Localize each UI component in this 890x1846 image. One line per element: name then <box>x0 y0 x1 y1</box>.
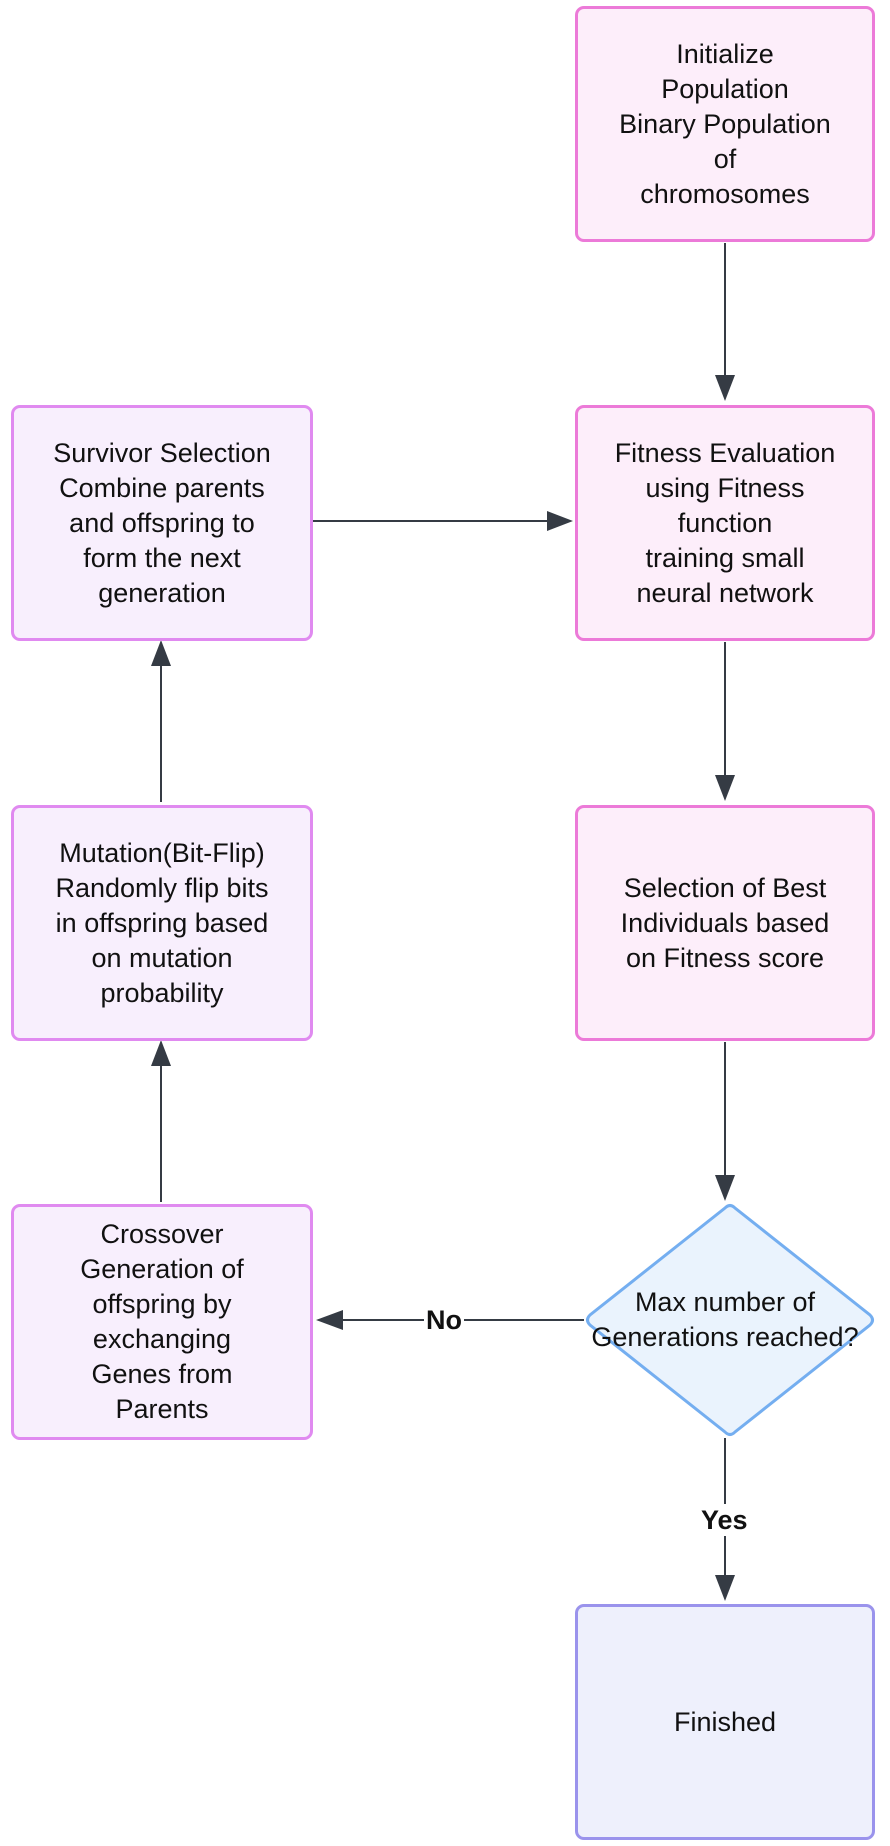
text-line: Individuals based <box>620 907 830 938</box>
text-line: of Generations <box>591 1287 816 1352</box>
arrowhead-fitness-to-selection <box>715 775 735 801</box>
text-line: Population <box>661 73 789 104</box>
text-line: function <box>677 507 773 538</box>
text-line: Genes from <box>91 1359 233 1389</box>
text-line: probability <box>100 977 224 1008</box>
text-line: of <box>713 143 737 174</box>
text-line: chromosomes <box>640 178 810 209</box>
text-line: on mutation <box>91 942 233 973</box>
text-line: Selection of Best <box>623 872 827 903</box>
node-crossover-text: Crossover Generation of offspring by exc… <box>80 1217 244 1427</box>
node-selection: Selection of Best Individuals based on F… <box>575 805 875 1041</box>
text-line: Generation of <box>80 1254 244 1284</box>
text-line: Randomly flip bits <box>55 872 269 903</box>
arrowhead-selection-to-decision <box>715 1175 735 1201</box>
node-initialize-population: Initialize Population Binary Population … <box>575 6 875 242</box>
text-line: Mutation(Bit-Flip) <box>59 837 265 868</box>
text-line: offspring by <box>92 1289 232 1319</box>
node-fitness-evaluation-text: Fitness Evaluation using Fitness functio… <box>615 436 836 611</box>
node-decision-text: Max number of Generations reached? <box>590 1250 860 1390</box>
node-crossover: Crossover Generation of offspring by exc… <box>11 1204 313 1440</box>
arrowhead-survivor-to-fitness <box>547 511 573 531</box>
text-line: Combine parents <box>59 472 265 503</box>
text-line: and offspring to <box>69 507 255 538</box>
node-mutation-text: Mutation(Bit-Flip) Randomly flip bits in… <box>55 836 268 1011</box>
node-decision-label: Max number of Generations reached? <box>590 1285 860 1355</box>
text-line: exchanging <box>92 1324 232 1354</box>
arrowhead-mutation-to-survivor <box>151 640 171 666</box>
node-selection-text: Selection of Best Individuals based on F… <box>621 871 830 976</box>
node-finished-text: Finished <box>674 1705 776 1740</box>
arrowhead-crossover-to-mutation <box>151 1040 171 1066</box>
node-initialize-population-text: Initialize Population Binary Population … <box>619 37 831 212</box>
text-line: Survivor Selection <box>53 437 271 468</box>
edge-label-no: No <box>424 1304 464 1336</box>
text-line: Crossover <box>100 1219 224 1249</box>
text-line: on Fitness score <box>625 942 825 973</box>
text-line: Fitness Evaluation <box>614 437 836 468</box>
text-line: neural network <box>636 577 814 608</box>
text-line: using Fitness <box>645 472 805 503</box>
text-line: Max number <box>634 1287 785 1317</box>
arrowhead-decision-to-crossover <box>316 1310 343 1330</box>
node-fitness-evaluation: Fitness Evaluation using Fitness functio… <box>575 405 875 641</box>
node-survivor-selection-text: Survivor Selection Combine parents and o… <box>53 436 271 611</box>
text-line: training small <box>645 542 805 573</box>
text-line: Initialize <box>676 38 774 69</box>
node-mutation: Mutation(Bit-Flip) Randomly flip bits in… <box>11 805 313 1041</box>
text-line: in offspring based <box>55 907 269 938</box>
text-line: Finished <box>673 1706 777 1737</box>
decision-diamond <box>586 1204 874 1436</box>
edge-label-yes: Yes <box>699 1504 750 1536</box>
text-line: reached? <box>746 1322 859 1352</box>
text-line: Parents <box>115 1394 209 1424</box>
arrowhead-init-to-fitness <box>715 375 735 401</box>
text-line: Binary Population <box>619 108 831 139</box>
text-line: form the next <box>83 542 241 573</box>
text-line: generation <box>98 577 226 608</box>
node-finished: Finished <box>575 1604 875 1840</box>
node-survivor-selection: Survivor Selection Combine parents and o… <box>11 405 313 641</box>
arrowhead-decision-to-finished <box>715 1575 735 1601</box>
